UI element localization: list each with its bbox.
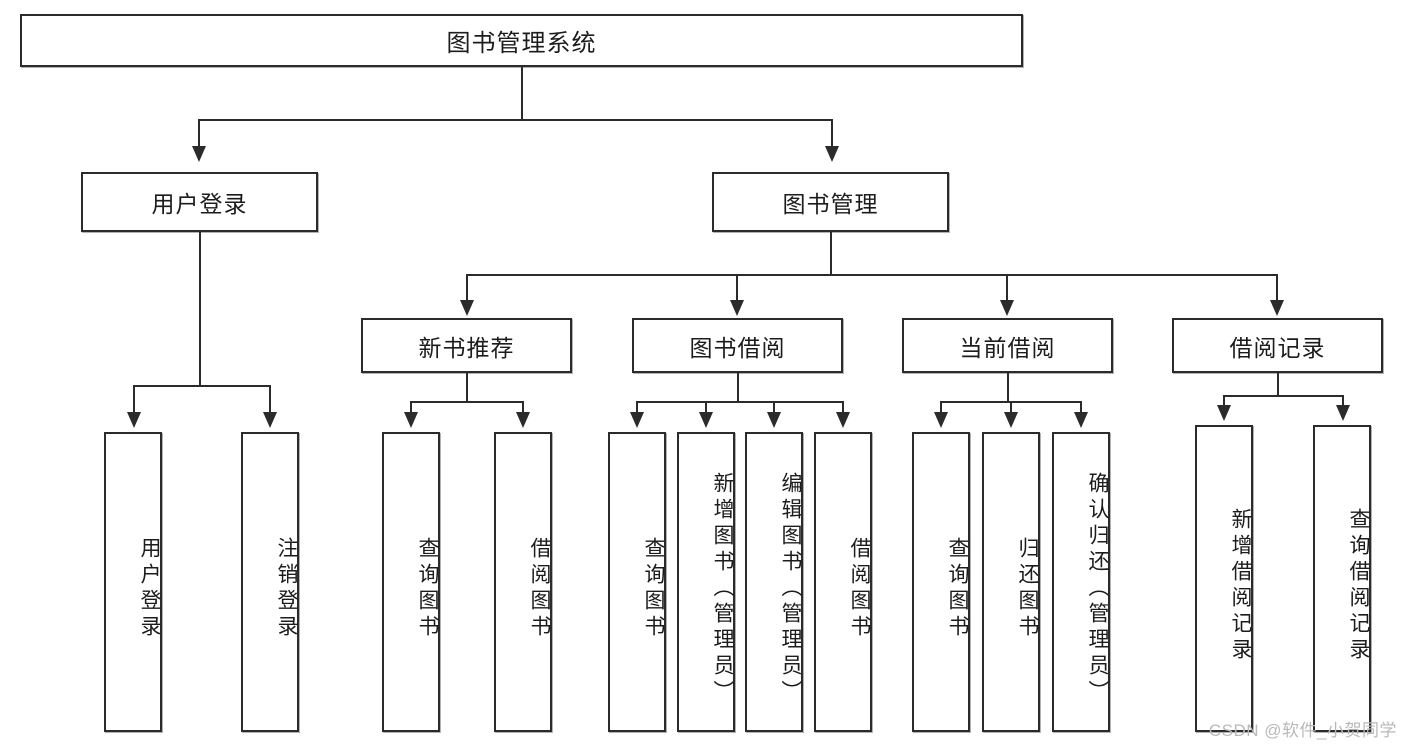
connector-root-to-book-manage: [831, 119, 833, 149]
connector-book-manage-stem: [830, 232, 832, 274]
connector-cb-drop-2: [1010, 401, 1012, 415]
leaf-borrow-query-book[interactable]: 查询图书: [608, 432, 666, 732]
leaf-borrow-borrow-book[interactable]: 借阅图书: [814, 432, 872, 732]
arrowhead-to-borrow-record: [1270, 300, 1284, 316]
connector-root-to-user-login: [198, 119, 200, 149]
connector-book-manage-drop-1: [466, 274, 468, 302]
connector-book-manage-bus: [466, 274, 1278, 276]
node-book-manage[interactable]: 图书管理: [712, 172, 949, 232]
node-borrow-record[interactable]: 借阅记录: [1172, 318, 1383, 373]
connector-current-borrow-stem: [1007, 373, 1009, 401]
arrowhead-to-current-borrow: [1000, 300, 1014, 316]
arrowhead-br-leaf-2: [1336, 405, 1350, 421]
connector-br-drop-2: [1342, 395, 1344, 407]
arrowhead-bb-leaf-1: [630, 412, 644, 428]
connector-borrow-record-stem: [1277, 373, 1279, 395]
connector-new-book-recommend-stem: [466, 373, 468, 401]
connector-user-login-drop-2: [269, 385, 271, 415]
node-current-borrow[interactable]: 当前借阅: [902, 318, 1113, 373]
leaf-borrow-edit-book-admin[interactable]: 编辑图书（管理员）: [745, 432, 803, 732]
arrowhead-br-leaf-1: [1217, 405, 1231, 421]
arrowhead-to-book-borrow: [730, 300, 744, 316]
arrowhead-bb-leaf-4: [836, 412, 850, 428]
connector-cb-drop-1: [940, 401, 942, 415]
node-user-login[interactable]: 用户登录: [81, 172, 318, 232]
node-root-system[interactable]: 图书管理系统: [20, 14, 1023, 67]
arrowhead-user-login-leaf-2: [263, 412, 277, 428]
leaf-borrow-add-book-admin[interactable]: 新增图书（管理员）: [677, 432, 735, 732]
connector-cb-drop-3: [1080, 401, 1082, 415]
connector-new-book-recommend-bus: [410, 401, 522, 403]
arrowhead-cb-leaf-2: [1004, 412, 1018, 428]
leaf-current-query-book[interactable]: 查询图书: [912, 432, 970, 732]
node-new-book-recommend[interactable]: 新书推荐: [361, 318, 572, 373]
node-book-borrow[interactable]: 图书借阅: [632, 318, 843, 373]
leaf-user-login-login[interactable]: 用户登录: [104, 432, 162, 732]
connector-bb-drop-3: [773, 401, 775, 415]
leaf-current-confirm-return-admin[interactable]: 确认归还（管理员）: [1052, 432, 1110, 732]
connector-nbr-drop-1: [410, 401, 412, 415]
connector-book-borrow-stem: [737, 373, 739, 401]
leaf-recommend-borrow-book[interactable]: 借阅图书: [494, 432, 552, 732]
connector-book-manage-drop-3: [1006, 274, 1008, 302]
arrowhead-root-to-user-login: [192, 146, 206, 162]
connector-root-stem: [521, 67, 523, 119]
leaf-record-add-record[interactable]: 新增借阅记录: [1195, 425, 1253, 732]
connector-bb-drop-2: [705, 401, 707, 415]
connector-bb-drop-1: [636, 401, 638, 415]
connector-user-login-stem: [199, 232, 201, 385]
arrowhead-cb-leaf-3: [1074, 412, 1088, 428]
leaf-record-query-record[interactable]: 查询借阅记录: [1313, 425, 1371, 732]
connector-book-manage-drop-2: [736, 274, 738, 302]
connector-borrow-record-bus: [1223, 395, 1342, 397]
arrowhead-bb-leaf-2: [699, 412, 713, 428]
arrowhead-cb-leaf-1: [934, 412, 948, 428]
leaf-current-return-book[interactable]: 归还图书: [982, 432, 1040, 732]
connector-book-manage-drop-4: [1276, 274, 1278, 302]
leaf-recommend-query-book[interactable]: 查询图书: [382, 432, 440, 732]
connector-book-borrow-bus: [636, 401, 842, 403]
connector-nbr-drop-2: [522, 401, 524, 415]
arrowhead-root-to-book-manage: [825, 146, 839, 162]
arrowhead-nbr-leaf-2: [516, 412, 530, 428]
connector-br-drop-1: [1223, 395, 1225, 407]
connector-bb-drop-4: [842, 401, 844, 415]
arrowhead-to-new-book-recommend: [460, 300, 474, 316]
connector-root-bus: [198, 119, 832, 121]
leaf-user-login-logout[interactable]: 注销登录: [241, 432, 299, 732]
connector-user-login-bus: [133, 385, 269, 387]
connector-user-login-drop-1: [133, 385, 135, 415]
arrowhead-nbr-leaf-1: [404, 412, 418, 428]
arrowhead-user-login-leaf-1: [127, 412, 141, 428]
arrowhead-bb-leaf-3: [767, 412, 781, 428]
